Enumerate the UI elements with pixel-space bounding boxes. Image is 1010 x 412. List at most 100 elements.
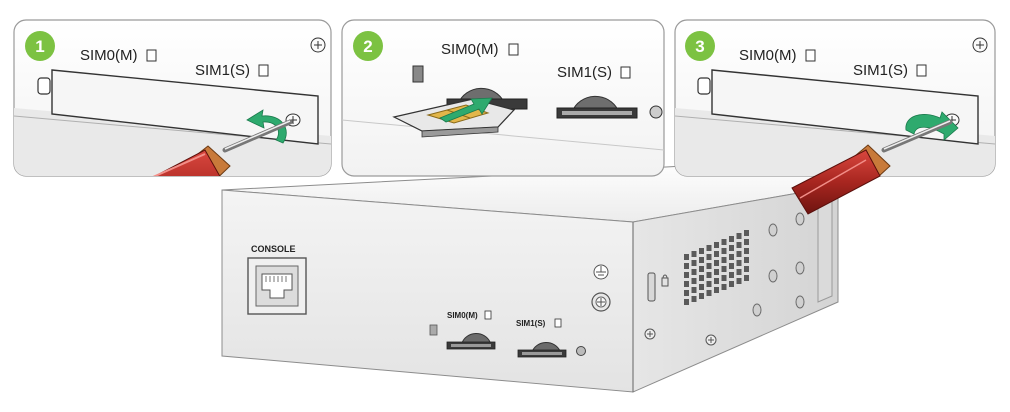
sim0-slot — [446, 333, 496, 350]
vent-hole — [684, 254, 689, 260]
vent-hole — [729, 281, 734, 287]
panel-sim1-label: SIM1(S) — [195, 62, 250, 79]
vent-hole — [721, 275, 727, 281]
vent-hole — [714, 251, 719, 257]
vent-hole — [706, 290, 712, 296]
vent-hole — [721, 248, 727, 254]
vent-hole — [691, 260, 697, 266]
vent-hole — [729, 245, 734, 251]
vent-hole — [736, 269, 742, 275]
vent-hole — [736, 242, 742, 248]
panel-sim0-label: SIM0(M) — [441, 41, 499, 58]
device-chassis: CONSOLE SIM0(M) SIM1(S) — [221, 159, 840, 393]
screwdriver-icon — [89, 119, 293, 176]
panel-sim0-label: SIM0(M) — [739, 47, 797, 64]
vent-hole — [684, 299, 689, 305]
vent-hole — [684, 263, 689, 269]
sim-card-icon — [484, 310, 492, 320]
reset-hole — [649, 105, 663, 119]
vent-hole — [721, 257, 727, 263]
panel-screw-icon — [972, 37, 988, 53]
vent-hole — [736, 260, 742, 266]
side-holes — [752, 212, 805, 317]
loosen-arrow-icon — [246, 109, 287, 144]
ground-screw-icon — [591, 292, 611, 312]
tighten-arrow-icon — [905, 111, 959, 141]
vent-hole — [744, 230, 749, 236]
vent-hole — [706, 281, 712, 287]
vent-hole — [736, 251, 742, 257]
vent-hole — [684, 281, 689, 287]
sim-card-icon — [554, 318, 562, 328]
vent-hole — [691, 278, 697, 284]
sim1-slot — [517, 342, 567, 358]
vent-hole — [706, 245, 712, 251]
vent-hole — [721, 284, 727, 290]
vent-hole — [714, 278, 719, 284]
vent-hole — [691, 269, 697, 275]
vent-hole — [744, 266, 749, 272]
panel-screw-icon — [310, 37, 326, 53]
side-bracket — [817, 199, 833, 303]
lock-icon — [661, 274, 669, 287]
security-lock-slot — [647, 272, 656, 302]
vent-hole — [699, 266, 704, 272]
step-number: 1 — [35, 37, 44, 56]
vent-hole — [736, 278, 742, 284]
vent-hole — [699, 284, 704, 290]
side-vent-grid — [684, 230, 749, 305]
sim-card-icon — [146, 49, 157, 62]
vent-hole — [714, 287, 719, 293]
step-badge — [353, 31, 383, 61]
vent-hole — [706, 263, 712, 269]
indicator-led — [412, 65, 424, 83]
panel-sim0-label: SIM0(M) — [80, 47, 138, 64]
vent-hole — [691, 296, 697, 302]
panel-sim1-label: SIM1(S) — [557, 64, 612, 81]
vent-hole — [699, 275, 704, 281]
sim-card-icon — [916, 64, 927, 77]
vent-hole — [699, 293, 704, 299]
vent-hole — [744, 275, 749, 281]
vent-hole — [714, 260, 719, 266]
side-screw-icon — [644, 328, 656, 340]
sim-card-icon — [805, 49, 816, 62]
vent-hole — [736, 233, 742, 239]
vent-hole — [714, 269, 719, 275]
vent-hole — [699, 248, 704, 254]
console-label: CONSOLE — [251, 244, 296, 254]
step-number: 3 — [695, 37, 704, 56]
sim-card-icon — [258, 64, 269, 77]
sim-card-icon — [508, 43, 519, 56]
vent-hole — [691, 287, 697, 293]
step-number: 2 — [363, 37, 372, 56]
indicator-led — [429, 324, 438, 336]
console-port — [247, 257, 307, 315]
step-badge — [25, 31, 55, 61]
vent-hole — [691, 251, 697, 257]
vent-hole — [706, 254, 712, 260]
vent-hole — [744, 239, 749, 245]
sim-cover-plate — [51, 69, 319, 145]
side-screw-icon — [705, 334, 717, 346]
vent-hole — [744, 248, 749, 254]
device-sim0-label: SIM0(M) — [447, 311, 478, 320]
step-badge — [685, 31, 715, 61]
device-side-face — [632, 185, 839, 393]
step-2-panel: 2 SIM0(M) SIM1(S) — [341, 19, 665, 177]
panel-sim1-label: SIM1(S) — [853, 62, 908, 79]
vent-hole — [684, 290, 689, 296]
vent-hole — [714, 242, 719, 248]
vent-hole — [706, 272, 712, 278]
reset-hole — [576, 346, 586, 356]
sim-card-icon — [620, 66, 631, 79]
vent-hole — [699, 257, 704, 263]
vent-hole — [729, 254, 734, 260]
vent-hole — [721, 239, 727, 245]
vent-hole — [721, 266, 727, 272]
screwdriver-handle-overflow — [791, 149, 881, 215]
insert-arrow-icon — [439, 97, 493, 123]
vent-hole — [729, 272, 734, 278]
vent-hole — [684, 272, 689, 278]
device-sim1-label: SIM1(S) — [516, 319, 546, 328]
